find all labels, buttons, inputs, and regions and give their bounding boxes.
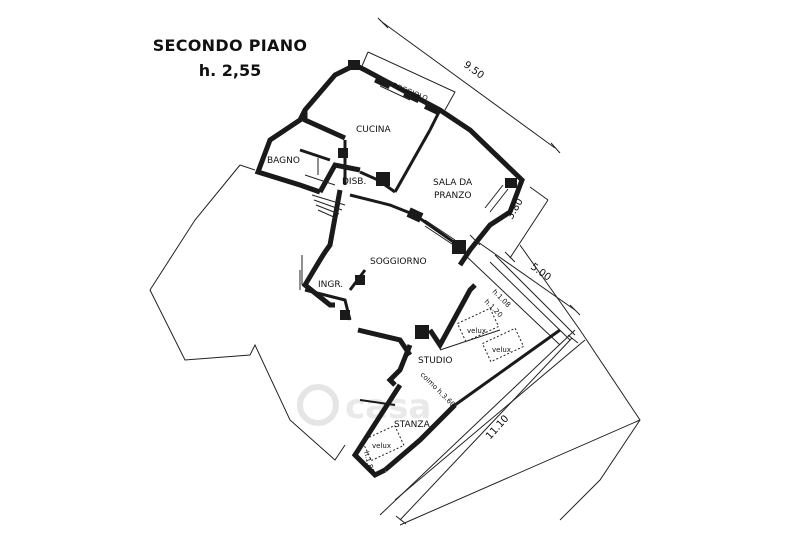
velux-boxes xyxy=(361,307,525,462)
dimension-1110: 11.10 xyxy=(484,413,511,442)
velux-note-1: velux xyxy=(467,327,486,335)
dimension-950: 9.50 xyxy=(461,60,485,82)
room-ingr: INGR. xyxy=(318,280,343,290)
roof-outline xyxy=(149,164,641,526)
floor-name: SECONDO PIANO xyxy=(152,36,308,55)
plan-title: SECONDO PIANO h. 2,55 xyxy=(150,36,310,80)
velux-note-2: velux xyxy=(492,346,511,354)
stairs xyxy=(304,158,346,219)
room-poggiolo: POGGIOLO xyxy=(391,81,429,103)
exterior-walls xyxy=(254,62,525,357)
windows xyxy=(301,85,509,351)
studio-walls xyxy=(351,328,561,479)
room-bagno: BAGNO xyxy=(267,156,300,166)
room-cucina: CUCINA xyxy=(356,125,392,135)
dimension-lines xyxy=(377,17,581,525)
room-stanza: STANZA xyxy=(394,420,431,430)
room-studio: STUDIO xyxy=(418,356,452,366)
floor-height: h. 2,55 xyxy=(198,61,262,80)
room-soggiorno: SOGGIORNO xyxy=(370,257,427,267)
room-sala-line2: PRANZO xyxy=(434,191,471,201)
room-sala-line1: SALA DA xyxy=(433,178,473,188)
pillars xyxy=(338,60,517,339)
room-disb: DISB. xyxy=(342,177,366,187)
velux-note-3: velux xyxy=(372,442,391,450)
balcony-outline xyxy=(361,51,456,111)
dimension-380: 3.80 xyxy=(505,197,526,222)
